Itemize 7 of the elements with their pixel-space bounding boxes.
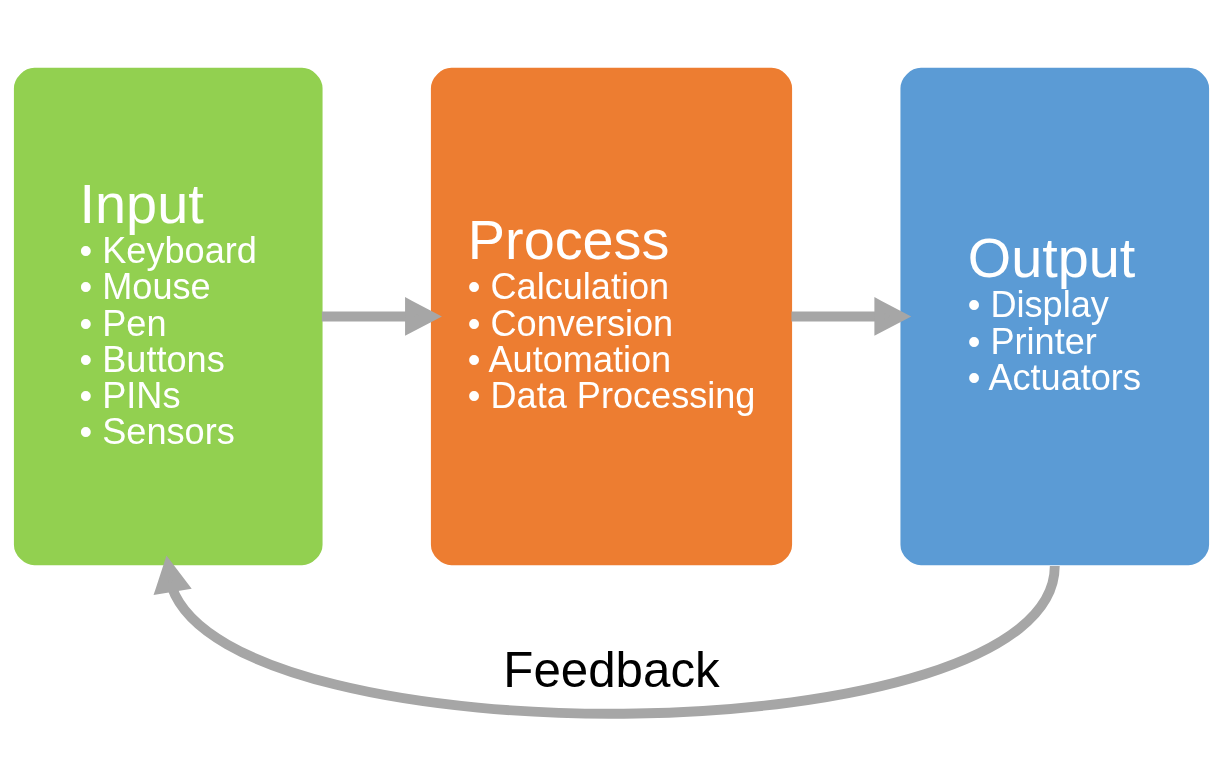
node-box: Process • Calculation • Conversion • Automation • Data Processing bbox=[430, 67, 793, 566]
edge-label: Feedback bbox=[503, 642, 720, 698]
node-box: Input • Keyboard • Mouse • Pen • Buttons • PINs • Sensors bbox=[13, 67, 323, 566]
arrow bbox=[153, 555, 1060, 719]
arrow bbox=[791, 297, 912, 336]
arrow bbox=[321, 297, 442, 336]
node-box: Output • Display • Printer • Actuators bbox=[900, 67, 1210, 566]
